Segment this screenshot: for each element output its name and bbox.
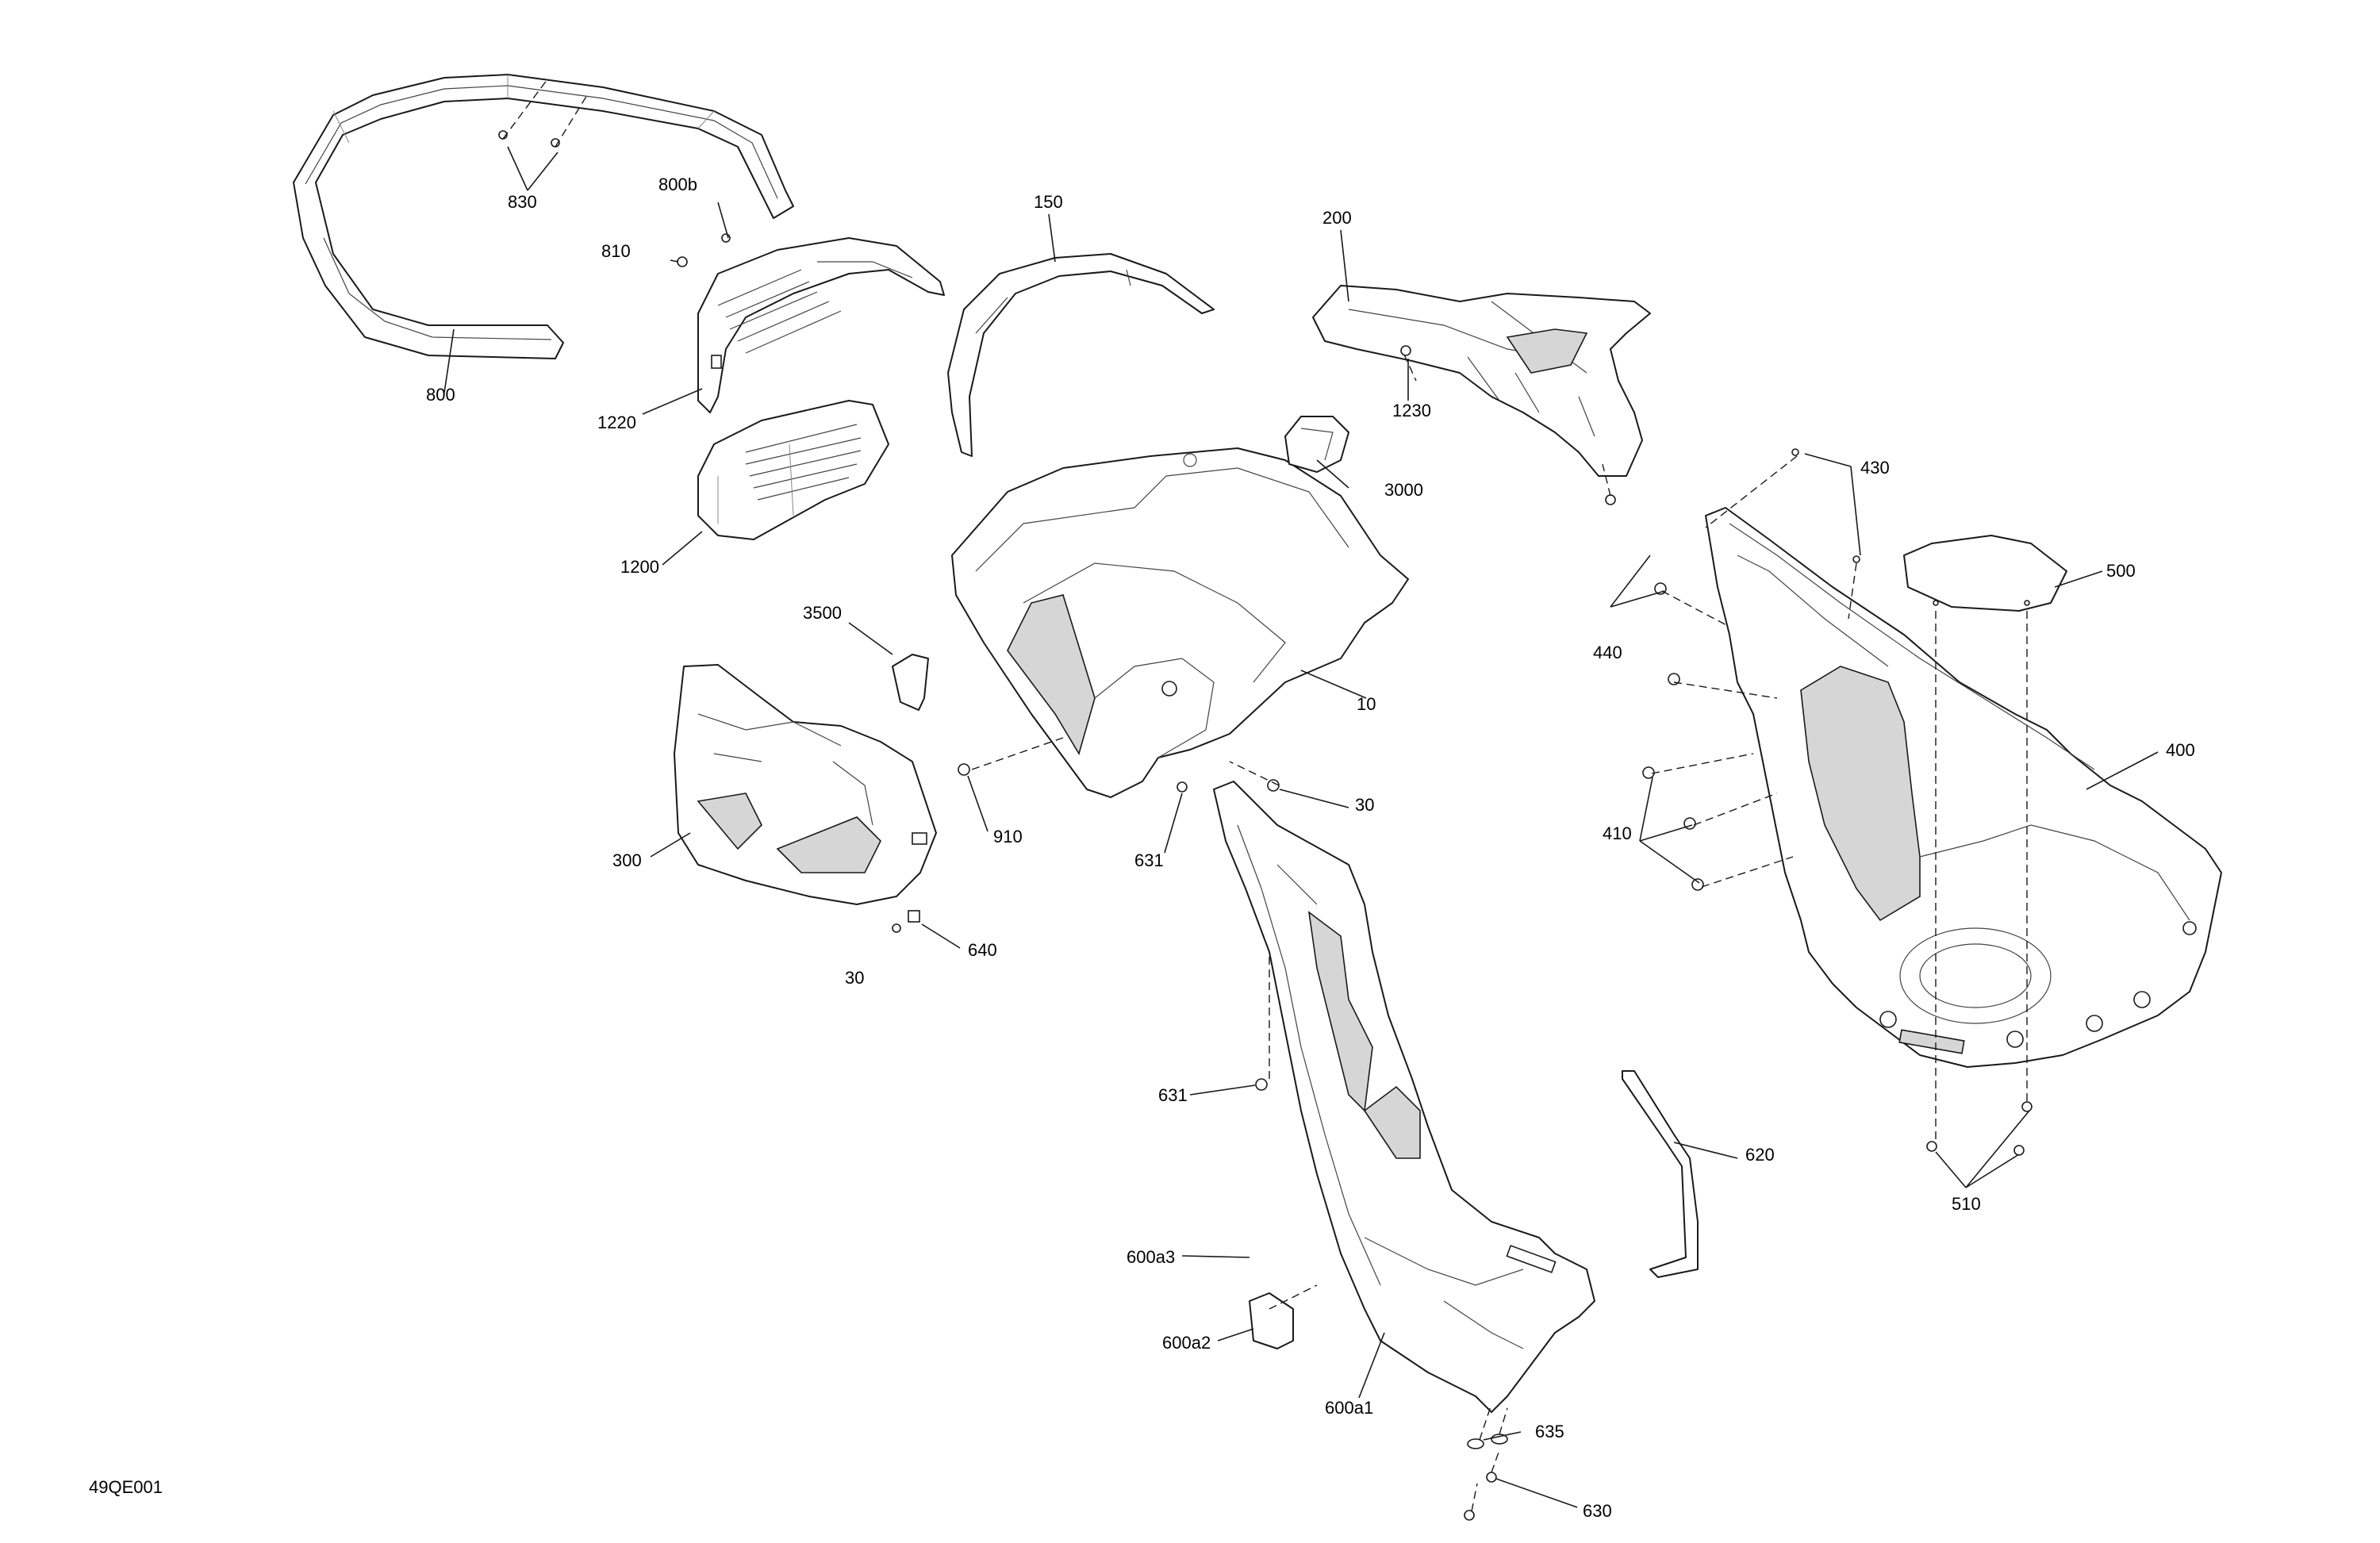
callout-631-upper: 631 [1134, 850, 1164, 870]
callout-600a2: 600a2 [1162, 1333, 1211, 1353]
part-1220-upper-grille [697, 237, 945, 413]
callout-400: 400 [2166, 740, 2195, 760]
callout-150: 150 [1034, 192, 1063, 212]
part-600a2-badge [1249, 1292, 1294, 1349]
callout-3000: 3000 [1384, 480, 1423, 500]
callout-810: 810 [601, 241, 631, 261]
callout-500: 500 [2106, 561, 2136, 581]
callout-600a3: 600a3 [1127, 1247, 1175, 1267]
callout-640: 640 [968, 940, 997, 960]
callout-1220: 1220 [597, 413, 636, 432]
part-800-grab-bar [293, 74, 794, 359]
callout-1200: 1200 [620, 557, 659, 577]
callout-800b: 800b [658, 175, 697, 194]
drawing-code: 49QE001 [89, 1477, 163, 1497]
callout-200: 200 [1322, 208, 1352, 228]
part-10-main-tub [951, 447, 1409, 798]
callout-830: 830 [508, 192, 537, 212]
part-3500-bracket [892, 654, 929, 711]
callout-430: 430 [1860, 458, 1890, 478]
callout-3500: 3500 [803, 603, 842, 623]
part-600a1-side-rail [1213, 781, 1595, 1413]
callout-410: 410 [1603, 823, 1632, 843]
callout-30-upper: 30 [1355, 795, 1374, 815]
callout-10: 10 [1357, 694, 1376, 714]
part-500-plate [1903, 535, 2067, 612]
callout-440: 440 [1593, 643, 1622, 662]
callout-300: 300 [612, 850, 642, 870]
callout-635: 635 [1535, 1422, 1564, 1441]
callout-510: 510 [1952, 1194, 1981, 1214]
assembly-lines [502, 79, 2028, 1512]
part-200-console-bracket [1312, 285, 1651, 477]
leader-lines [443, 146, 2159, 1508]
callout-30-lower: 30 [845, 968, 864, 988]
callout-1230: 1230 [1392, 401, 1431, 420]
callout-630: 630 [1583, 1501, 1612, 1521]
callout-labels: 830 800b 810 800 1220 1200 150 200 1230 … [426, 175, 2195, 1521]
callout-620: 620 [1745, 1145, 1775, 1165]
part-1200-lower-grille [697, 400, 889, 540]
callout-600a1: 600a1 [1325, 1398, 1373, 1418]
callout-910: 910 [993, 827, 1023, 846]
callout-631-lower: 631 [1158, 1085, 1188, 1105]
part-300-lower-panel [674, 664, 937, 905]
part-150-arch-trim [947, 253, 1215, 457]
part-620-strap [1622, 1070, 1699, 1278]
part-400-right-panel [1705, 507, 2222, 1068]
part-3000-clip [1284, 416, 1349, 473]
callout-800: 800 [426, 385, 455, 405]
